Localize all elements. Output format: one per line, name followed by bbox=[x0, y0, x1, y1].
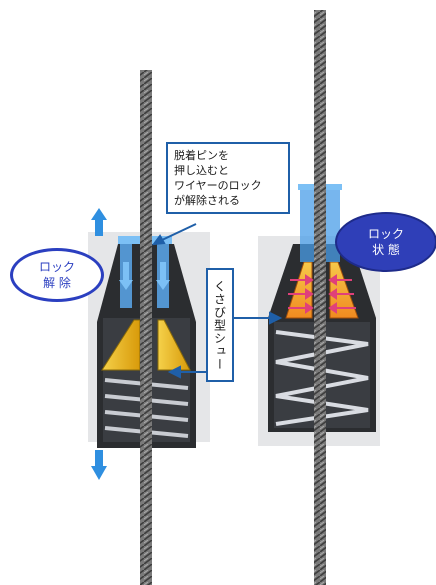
wedge-callout-text: くさび型シュー bbox=[212, 279, 227, 371]
release-state-oval: ロック 解 除 bbox=[10, 248, 104, 302]
down-arrow-icon bbox=[91, 450, 107, 480]
release-callout-box: 脱着ピンを 押し込むと ワイヤーのロック が解除される bbox=[166, 142, 290, 214]
release-state-label: ロック 解 除 bbox=[38, 260, 75, 290]
lock-wire bbox=[314, 10, 326, 585]
release-callout-text: 脱着ピンを 押し込むと ワイヤーのロック が解除される bbox=[174, 149, 262, 207]
up-arrow-icon bbox=[91, 208, 107, 236]
lock-assembly bbox=[258, 10, 380, 585]
lock-spring bbox=[275, 330, 369, 426]
lock-state-oval: ロック 状 態 bbox=[335, 212, 436, 272]
release-wire bbox=[140, 70, 152, 585]
release-assembly bbox=[88, 70, 210, 585]
release-push-arrows bbox=[119, 262, 170, 290]
release-wedge-right bbox=[157, 319, 191, 371]
lock-state-label: ロック 状 態 bbox=[367, 227, 404, 257]
wedge-callout-box: くさび型シュー bbox=[206, 268, 234, 382]
pointer-arrow-icon bbox=[151, 223, 283, 379]
lock-force-arrows bbox=[288, 266, 356, 314]
